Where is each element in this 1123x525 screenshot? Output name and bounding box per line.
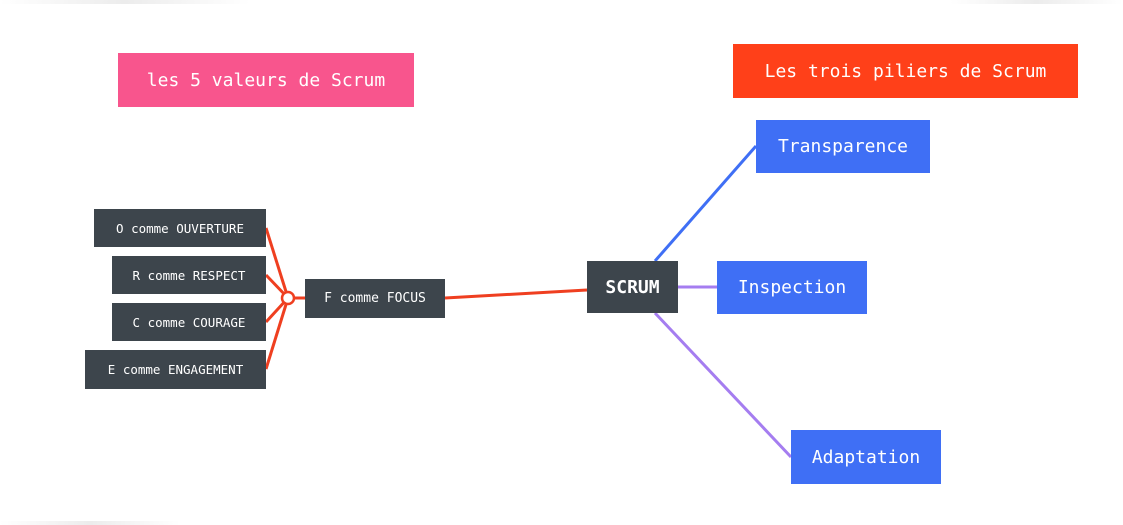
value-node-ouverture[interactable]: O comme OUVERTURE — [94, 209, 266, 247]
pillar-node-transparence[interactable]: Transparence — [756, 120, 930, 173]
value-node-focus[interactable]: F comme FOCUS — [305, 279, 445, 318]
pillar-node-inspection[interactable]: Inspection — [717, 261, 867, 314]
pillars-title[interactable]: Les trois piliers de Scrum — [733, 44, 1078, 98]
value-node-engagement[interactable]: E comme ENGAGEMENT — [85, 350, 266, 389]
connector-scrum-transparence — [653, 145, 758, 262]
bottom-left-edge-shadow — [0, 521, 180, 525]
pillar-node-adaptation[interactable]: Adaptation — [791, 430, 941, 484]
connector-scrum-adaptation — [653, 311, 793, 459]
central-node-scrum[interactable]: SCRUM — [587, 261, 678, 313]
connector-hub-engagement — [264, 297, 290, 370]
connector-scrum-focus — [444, 288, 588, 300]
top-right-edge-shadow — [950, 0, 1123, 4]
top-left-edge-shadow — [0, 0, 250, 4]
values-title[interactable]: les 5 valeurs de Scrum — [118, 53, 414, 107]
value-node-courage[interactable]: C comme COURAGE — [112, 303, 266, 341]
junction-circle — [280, 290, 296, 306]
value-node-respect[interactable]: R comme RESPECT — [112, 256, 266, 294]
connector-hub-ouverture — [264, 227, 290, 299]
